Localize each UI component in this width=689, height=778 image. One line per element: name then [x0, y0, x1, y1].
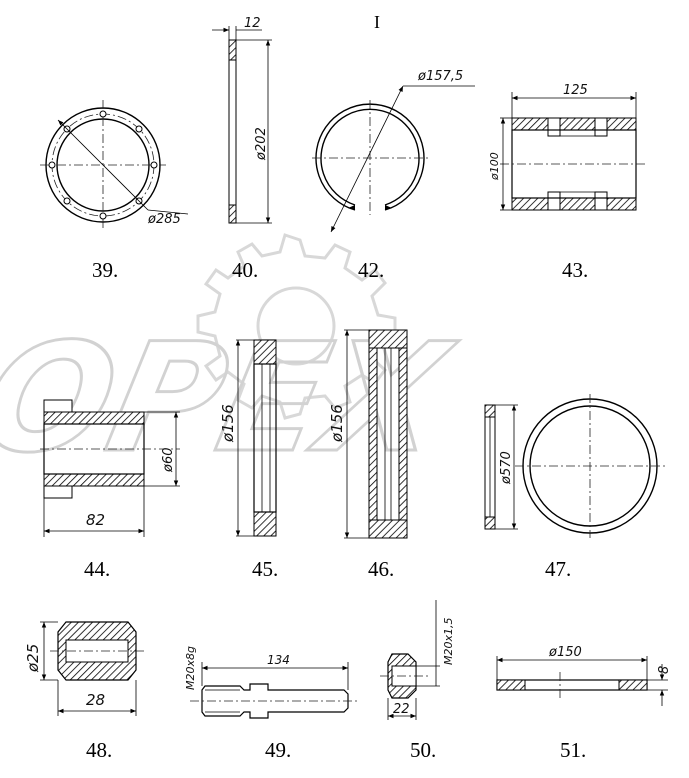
part-39-label: 39.	[92, 258, 118, 282]
part-50-length: 22	[393, 702, 410, 717]
part-48-diameter: ø25	[24, 644, 42, 673]
part-39-diameter: ø285	[147, 212, 181, 227]
part-49-label: 49.	[265, 738, 291, 762]
part-44-length: 82	[86, 511, 105, 529]
part-46-label: 46.	[368, 557, 394, 581]
part-48-length: 28	[86, 691, 105, 709]
part-50-label: 50.	[410, 738, 436, 762]
part-47-diameter: ø570	[499, 451, 514, 485]
part-43-label: 43.	[562, 258, 588, 282]
part-46: ø156 46.	[328, 329, 408, 581]
part-45-diameter: ø156	[219, 404, 237, 443]
part-51: ø150 8 51.	[496, 645, 672, 762]
sheet-mark: I	[374, 12, 380, 32]
part-49: 134 M20x8g 49.	[184, 646, 360, 762]
part-49-length: 134	[267, 653, 290, 667]
part-45: ø156 45.	[219, 339, 278, 581]
part-47: ø570 47.	[484, 394, 665, 581]
part-46-diameter: ø156	[328, 404, 346, 443]
part-47-label: 47.	[545, 557, 571, 581]
part-40-width: 12	[244, 16, 261, 31]
part-43: 125 ø100 43.	[488, 83, 648, 282]
part-51-thickness: 8	[657, 666, 672, 674]
part-51-label: 51.	[560, 738, 586, 762]
part-44-diameter: ø60	[161, 448, 176, 474]
part-39: ø285 39.	[40, 100, 189, 282]
part-50-thread: M20x1,5	[442, 618, 455, 666]
part-48: ø25 28 48.	[24, 621, 144, 762]
part-48-label: 48.	[86, 738, 112, 762]
part-42: ø157,5 42.	[312, 69, 475, 282]
part-43-diameter: ø100	[488, 152, 501, 181]
part-40: 12 ø202 40.	[212, 16, 272, 282]
part-42-label: 42.	[358, 258, 384, 282]
part-45-label: 45.	[252, 557, 278, 581]
part-49-thread: M20x8g	[184, 646, 197, 690]
part-44: ø60 82 44.	[40, 399, 180, 581]
part-40-label: 40.	[232, 258, 258, 282]
part-51-diameter: ø150	[548, 645, 582, 660]
part-40-diameter: ø202	[254, 127, 269, 161]
part-42-diameter: ø157,5	[417, 69, 463, 84]
part-44-label: 44.	[84, 557, 110, 581]
part-50: M20x1,5 22 50.	[380, 600, 455, 762]
part-43-length: 125	[563, 83, 588, 98]
